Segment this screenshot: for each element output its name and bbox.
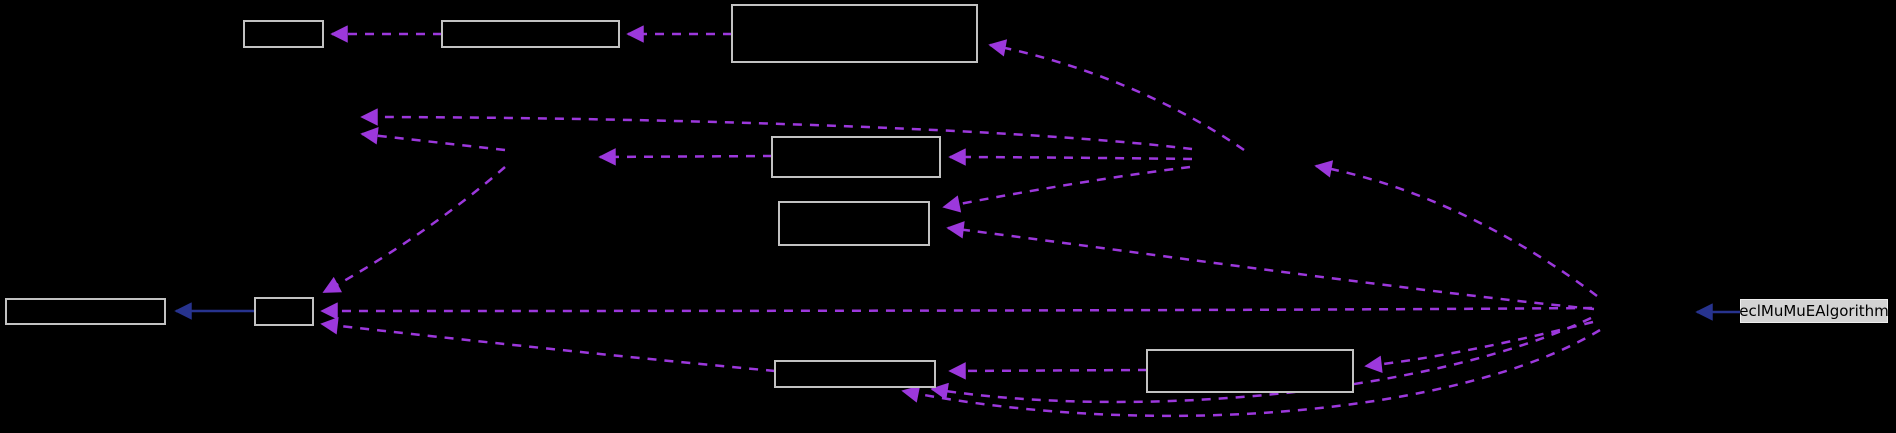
edge-hub-to-hidden1 xyxy=(1314,160,1598,297)
box-bottom-right[interactable] xyxy=(1146,349,1354,393)
box-middle-lower[interactable] xyxy=(778,201,930,246)
box-top-middle[interactable] xyxy=(441,20,620,48)
nodes-layer xyxy=(5,4,1354,393)
edge-hidden1-to-hidden3b xyxy=(360,108,1193,151)
main-node-ecl-mumue-algorithm[interactable]: eclMuMuEAlgorithm xyxy=(1739,299,1889,323)
edge-hidden1-to-midlower xyxy=(942,165,1191,213)
box-left-small[interactable] xyxy=(254,297,314,326)
box-bottom-middle[interactable] xyxy=(774,360,936,388)
edge-bottommid-to-leftsmall xyxy=(320,317,776,373)
edge-hidden1-to-toplarge xyxy=(988,39,1245,152)
box-top-large[interactable] xyxy=(731,4,978,63)
edge-hub-to-bottommid-a xyxy=(930,316,1592,404)
edge-hub-to-leftsmall xyxy=(320,302,1593,320)
edge-hidden2-to-hidden3a xyxy=(360,127,506,152)
box-left-wide[interactable] xyxy=(5,298,166,325)
box-top-left-small[interactable] xyxy=(243,20,324,48)
edges-layer xyxy=(174,25,1740,418)
edge-hub-to-bottommid-b xyxy=(901,328,1601,418)
edge-hub-to-midlower xyxy=(946,221,1595,311)
box-middle-upper[interactable] xyxy=(771,136,941,178)
edge-midupper-to-hidden2 xyxy=(598,148,773,166)
